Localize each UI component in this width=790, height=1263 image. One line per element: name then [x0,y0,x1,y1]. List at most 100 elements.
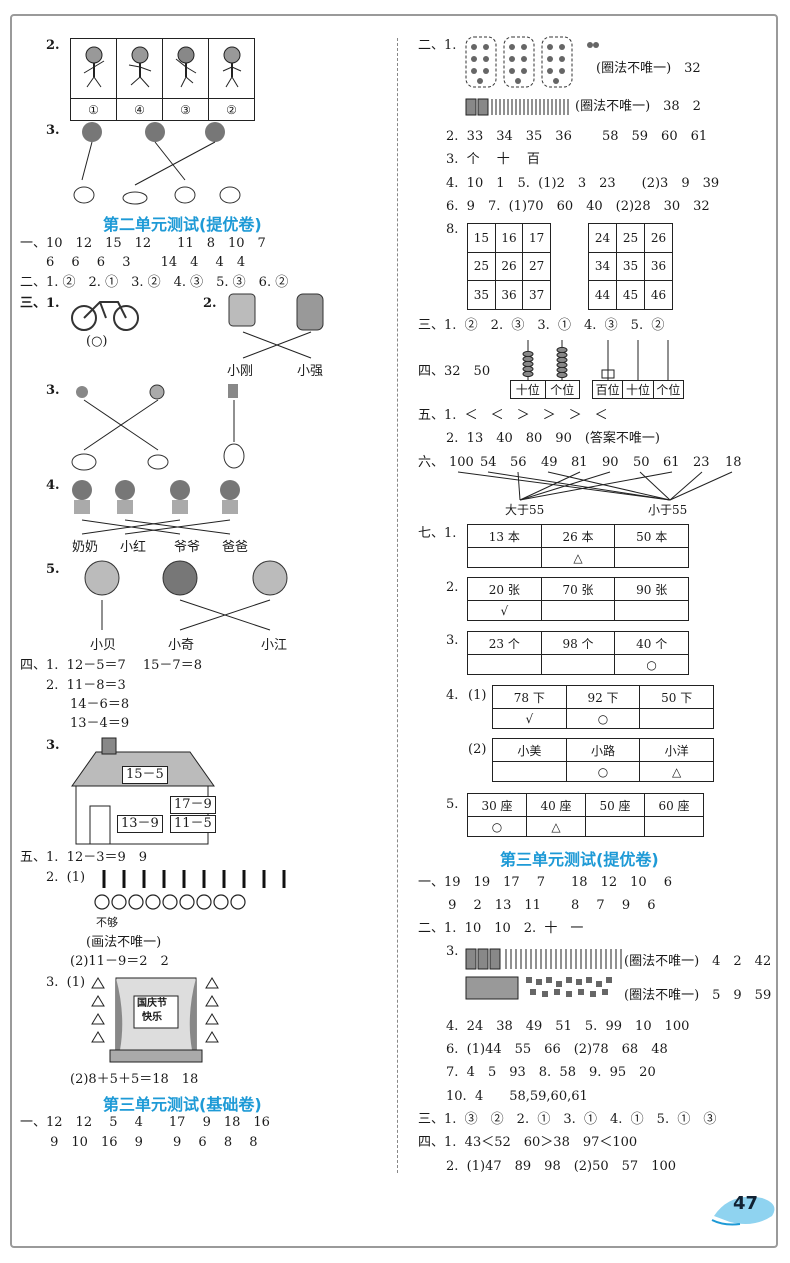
unit2-q1-line1: 一、10 12 15 12 11 8 10 7 [20,236,266,251]
r-q2-6: 6. 9 7. (1)70 60 40 (2)28 30 32 [446,199,710,214]
cell [639,708,714,729]
cell: 50 下 [639,684,714,710]
grid1-cell: 15 [467,223,496,253]
grid1-cell: 17 [522,223,551,253]
r3-q2-3-label: 3. [446,944,459,959]
name-xiaogang: 小刚 [227,364,254,379]
stage-sign-line1: 国庆节 [137,998,167,1009]
r3-q1-line1: 一、19 19 17 7 18 12 10 6 [418,875,673,890]
grid2-cell: 46 [644,280,673,310]
r3-q2-3-note1: (圈法不唯一) 4 2 42 [624,954,772,969]
name-xiaohong: 小红 [120,540,147,555]
grid1-cell: 27 [522,251,551,282]
cell: 50 座 [585,792,645,818]
grid2-cell: 44 [588,280,617,310]
cell: 92 下 [565,684,641,710]
r-q6-label: 六、 [418,455,445,470]
table-q7-4-2: 小美小路小洋 ○△ [492,737,714,782]
unit3b-q1-line1: 一、12 12 5 4 17 9 18 16 [20,1115,270,1130]
cell: 13 本 [467,523,542,549]
unit2-q1-line2: 6 6 6 3 14 4 4 4 [20,255,246,270]
cell: ○ [467,816,527,837]
vi-num: 81 [571,455,588,470]
cell: ○ [614,654,689,675]
grid2-cell: 25 [616,223,645,253]
r-q2-4: 4. 10 1 5. (1)2 3 23 (2)3 9 39 [446,176,720,191]
cell [467,547,542,568]
unit2-q5-3-label: 3. (1) [46,975,86,990]
grid1-cell: 35 [467,280,496,310]
q3-label: 3. [46,123,60,138]
r-q2-1b-note: (圈法不唯一) 38 2 [575,99,701,114]
kid-figure-2 [116,38,163,99]
vi-num: 18 [725,455,742,470]
sticks-and-circles-figure [94,870,286,910]
unit3b-q1-line2: 9 10 16 9 9 6 8 8 [20,1135,258,1150]
r3-q2-10: 10. 4 58,59,60,61 [446,1089,588,1104]
r-q7-2-label: 2. [446,580,459,595]
abacus-label-table-1: 十位个位 [510,380,580,399]
q2-label: 2. [46,38,60,53]
house-roof-sign: 15－5 [122,766,168,784]
heads-view-matching-figure [84,560,288,631]
cell [540,654,616,675]
r-q2-3: 3. 个 十 百 [446,152,540,167]
section-title-unit3-basic: 第三单元测试(基础卷) [103,1095,262,1114]
cell: 50 本 [614,523,689,549]
grid1-cell: 26 [494,251,524,282]
unit2-q3-3-label: 3. [46,383,60,398]
r-q7-4-part2: (2) [468,742,487,757]
cell: 70 张 [540,576,616,602]
r3-q3: 三、1. ③ ② 2. ① 3. ① 4. ① 5. ① ③ [418,1112,717,1127]
r3-q4-1: 四、1. 43＜52 60＞38 97＜100 [418,1135,638,1150]
unit2-q4-3-label: 3. [46,738,60,753]
r-q2-1-label: 二、1. [418,38,457,53]
vi-num: 56 [510,455,527,470]
kid-figure-3 [162,38,209,99]
name-yeye: 爷爷 [174,540,201,555]
heads-to-animals-figure [73,122,241,205]
r-q7-4-label: 4. [446,688,459,703]
abacus1-ones: 个位 [544,380,580,399]
name-xiaobei: 小贝 [90,638,117,653]
vi-num: 90 [602,455,619,470]
grid1-cell: 37 [522,280,551,310]
cell: ○ [565,761,641,782]
cell: 30 座 [467,792,527,818]
vi-num: 61 [663,455,680,470]
unit2-q3-2-label: 2. [203,296,217,311]
stage-sign-line2: 快乐 [142,1012,162,1023]
unit2-q2: 二、1. ② 2. ① 3. ② 4. ③ 5. ③ 6. ② [20,275,289,290]
cell: √ [492,708,567,729]
unit2-q5-2-label: 2. (1) [46,870,86,885]
name-xiaoqi: 小奇 [168,638,195,653]
grid2-cell: 35 [616,251,645,282]
abacus2-hundreds: 百位 [591,380,624,399]
r-q3: 三、1. ② 2. ③ 3. ① 4. ③ 5. ② [418,318,665,333]
house-window-top: 17－9 [170,796,216,814]
abacus2-tens: 十位 [622,380,654,399]
grid2-cell: 24 [588,223,617,253]
cell [492,761,567,782]
unit2-q3-4-label: 4. [46,478,60,493]
stage-figure [91,977,219,1063]
cell: 小美 [492,737,567,763]
q2-answer-2: ④ [116,98,163,121]
unit2-q5-2-note2: (画法不唯一) [86,935,162,950]
unit2-q5-2-part2: (2)11－9＝2 2 [70,954,169,969]
abacus-label-table-2: 百位十位个位 [591,380,685,399]
r-q7-3-label: 3. [446,633,459,648]
less-than-55: 小于55 [648,503,688,517]
kid-figure-1 [70,38,117,99]
name-xiaojiang: 小江 [261,638,288,653]
vi-num: 100 [449,455,474,470]
abacus2-ones: 个位 [652,380,685,399]
cell: 60 座 [644,792,704,818]
cell [540,600,616,621]
cell [614,600,689,621]
grid2-cell: 45 [616,280,645,310]
grid2-cell: 26 [644,223,673,253]
